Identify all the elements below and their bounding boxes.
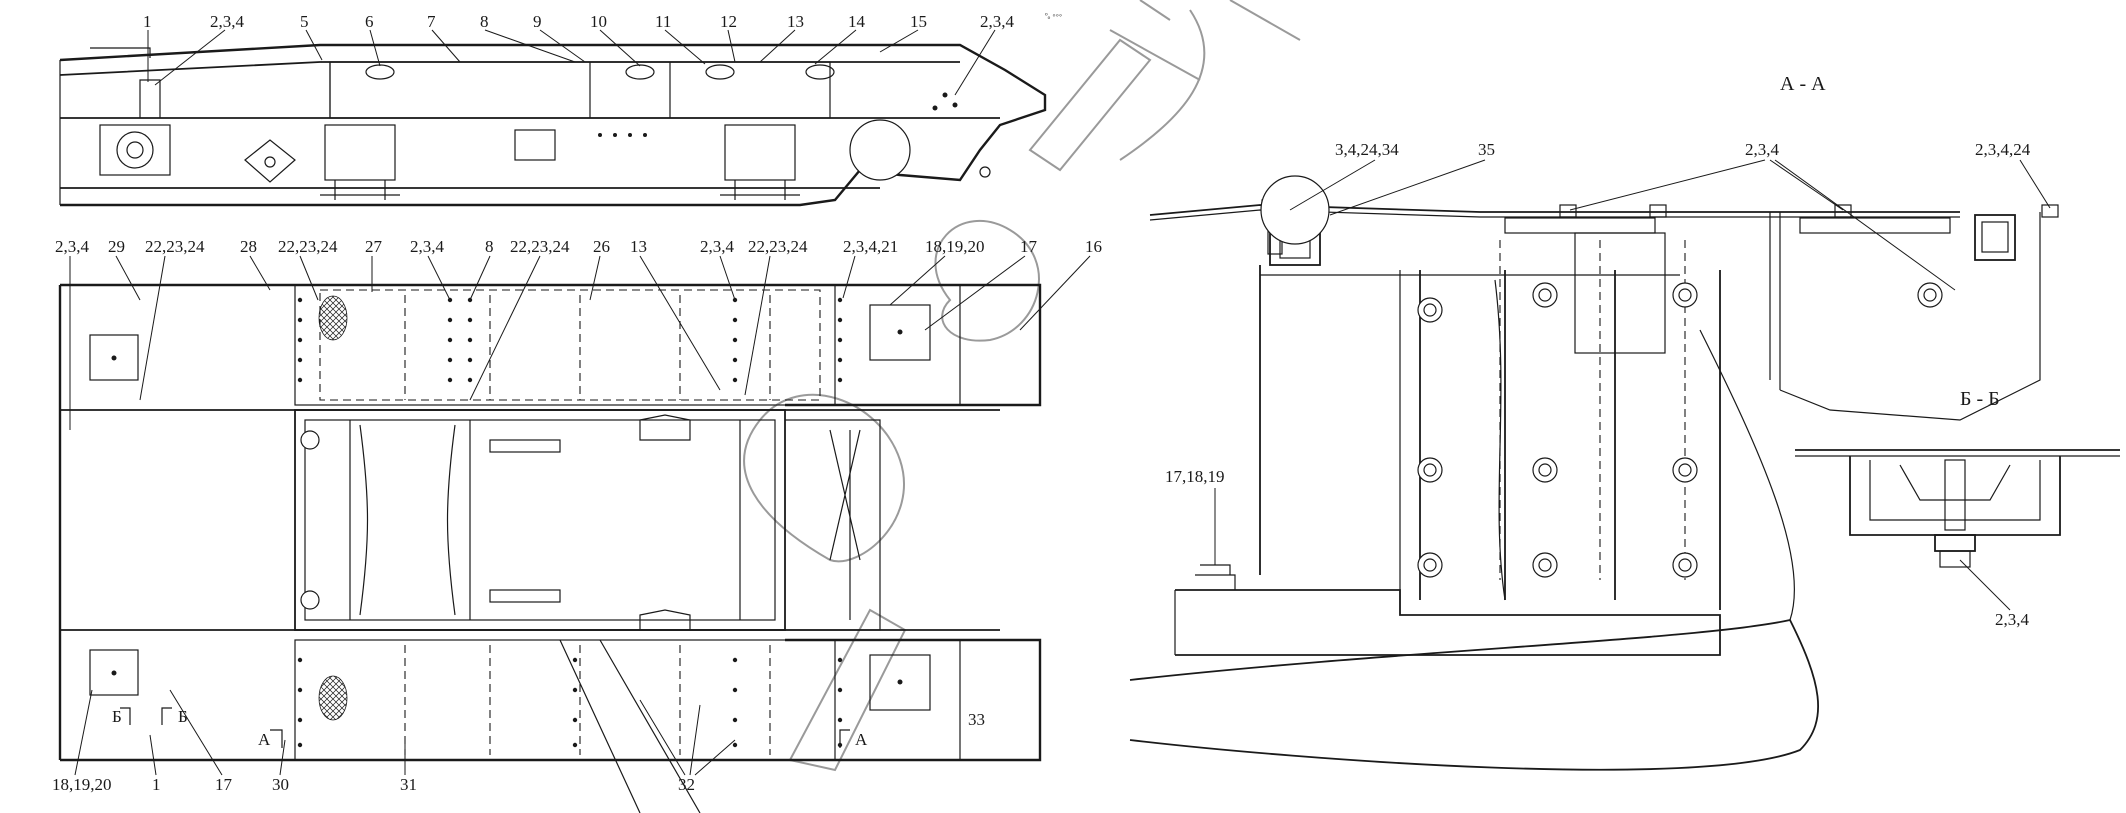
bolt-column-top-left bbox=[297, 297, 303, 383]
section-title: А - А bbox=[1780, 73, 1826, 95]
callout: 2,3,4,21 bbox=[843, 237, 898, 256]
callout: 16 bbox=[1085, 237, 1102, 256]
bogie-mid-right bbox=[720, 124, 800, 200]
section-bb-callouts: 2,3,4 bbox=[1959, 559, 2030, 629]
callout: 5 bbox=[300, 12, 309, 31]
bogie-mid-left bbox=[320, 124, 400, 200]
callout: 17,18,19 bbox=[1165, 467, 1225, 486]
watermark-logo bbox=[743, 0, 1301, 772]
bolt-column-top-mid bbox=[447, 297, 473, 383]
bogie-left bbox=[99, 124, 171, 176]
section-aa: А - А bbox=[1129, 73, 2059, 771]
section-title: Б - Б bbox=[1960, 388, 2000, 410]
callout: 2,3,4 bbox=[700, 237, 735, 256]
callout: 2,3,4 bbox=[410, 237, 445, 256]
callout: 10 bbox=[590, 12, 607, 31]
callout: 13 bbox=[787, 12, 804, 31]
callout: 2,3,4 bbox=[55, 237, 90, 256]
callout: 2,3,4 bbox=[1745, 140, 1780, 159]
callout: 33 bbox=[968, 710, 985, 729]
callout: 8 bbox=[485, 237, 494, 256]
mesh-grille bbox=[318, 675, 348, 721]
plan-view bbox=[58, 283, 1042, 813]
callout: 32 bbox=[678, 775, 695, 794]
section-mark: Б bbox=[112, 707, 122, 726]
plan-view-callouts: 2,3,4 29 22,23,24 28 22,23,24 27 2,3,4 8… bbox=[52, 237, 1102, 794]
callout: 9 bbox=[533, 12, 542, 31]
callout: 22,23,24 bbox=[510, 237, 570, 256]
callout: 26 bbox=[593, 237, 610, 256]
corner-mark: ᵒₒ ◦◦◦ bbox=[1045, 10, 1062, 20]
section-mark: А bbox=[258, 730, 271, 749]
mesh-grille bbox=[318, 295, 348, 341]
callout: 11 bbox=[655, 12, 671, 31]
callout: 3,4,24,34 bbox=[1335, 140, 1399, 159]
bolt-column-top-right bbox=[732, 297, 843, 383]
callout: 27 bbox=[365, 237, 383, 256]
callout: 18,19,20 bbox=[925, 237, 985, 256]
callout: 29 bbox=[108, 237, 125, 256]
callout: 7 bbox=[427, 12, 436, 31]
callout: 22,23,24 bbox=[278, 237, 338, 256]
callout: 30 bbox=[272, 775, 289, 794]
callout: 2,3,4 bbox=[1995, 610, 2030, 629]
callout: 8 bbox=[480, 12, 489, 31]
section-aa-callouts: 3,4,24,34 35 2,3,4 2,3,4,24 17,18,19 bbox=[1165, 140, 2051, 565]
side-view-bolt-row bbox=[598, 133, 647, 137]
callout: 12 bbox=[720, 12, 737, 31]
bolt-column-bottom bbox=[297, 657, 843, 748]
callout: 14 bbox=[848, 12, 866, 31]
callout: 13 bbox=[630, 237, 647, 256]
callout: 22,23,24 bbox=[748, 237, 808, 256]
section-mark: Б bbox=[178, 707, 188, 726]
callout: 6 bbox=[365, 12, 374, 31]
callout: 28 bbox=[240, 237, 257, 256]
callout: 18,19,20 bbox=[52, 775, 112, 794]
callout: 35 bbox=[1478, 140, 1495, 159]
callout: 2,3,4 bbox=[210, 12, 245, 31]
callout: 17 bbox=[215, 775, 233, 794]
callout: 22,23,24 bbox=[145, 237, 205, 256]
section-bb: Б - Б bbox=[1795, 388, 2120, 568]
section-mark: А bbox=[855, 730, 868, 749]
callout: 15 bbox=[910, 12, 927, 31]
callout: 17 bbox=[1020, 237, 1038, 256]
callout: 1 bbox=[152, 775, 161, 794]
side-view-callouts: 1 2,3,4 5 6 7 8 9 10 11 12 13 14 15 2,3,… bbox=[143, 12, 1015, 96]
side-view bbox=[59, 43, 1047, 207]
callout: 2,3,4,24 bbox=[1975, 140, 2031, 159]
callout: 1 bbox=[143, 12, 152, 31]
callout: 2,3,4 bbox=[980, 12, 1015, 31]
callout: 31 bbox=[400, 775, 417, 794]
